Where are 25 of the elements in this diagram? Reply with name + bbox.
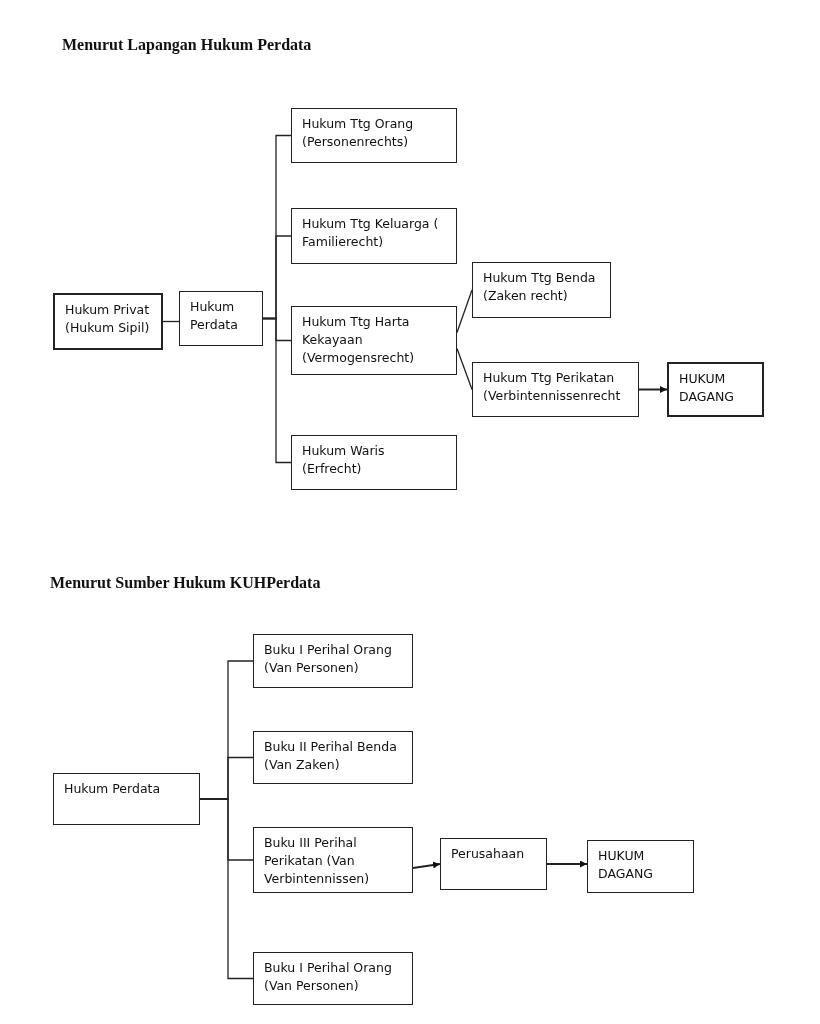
arrow [546,860,588,868]
heading: Menurut Lapangan Hukum Perdata [62,36,312,54]
text-box: Hukum Ttg Perikatan (Verbintennissenrecht [472,362,639,417]
text-box: Buku III Perihal Perikatan (Van Verbintennissen) [253,827,413,893]
text-box: Hukum Ttg Benda (Zaken recht) [472,262,611,318]
connector-line [456,347,473,391]
text-box: Buku I Perihal Orang (Van Personen) [253,952,413,1005]
text-box: Hukum Perdata [53,773,200,825]
arrow [638,386,668,393]
text-box: Hukum Ttg Harta Kekayaan (Vermogensrecht) [291,306,457,375]
connector-line [456,289,473,334]
arrow [412,861,441,869]
text-box: Hukum Ttg Keluarga ( Familierecht) [291,208,457,264]
text-box: HUKUM DAGANG [667,362,764,417]
text-box: HUKUM DAGANG [587,840,694,893]
text-box: Buku II Perihal Benda (Van Zaken) [253,731,413,784]
connector-line [262,317,292,464]
text-box: Hukum Waris (Erfrecht) [291,435,457,490]
text-box: Hukum Perdata [179,291,263,346]
text-box: Hukum Privat (Hukum Sipil) [53,293,163,350]
text-box: Buku I Perihal Orang (Van Personen) [253,634,413,688]
text-box: Perusahaan [440,838,547,890]
heading: Menurut Sumber Hukum KUHPerdata [50,574,321,592]
connector-line [199,798,254,980]
text-box: Hukum Ttg Orang (Personenrechts) [291,108,457,163]
